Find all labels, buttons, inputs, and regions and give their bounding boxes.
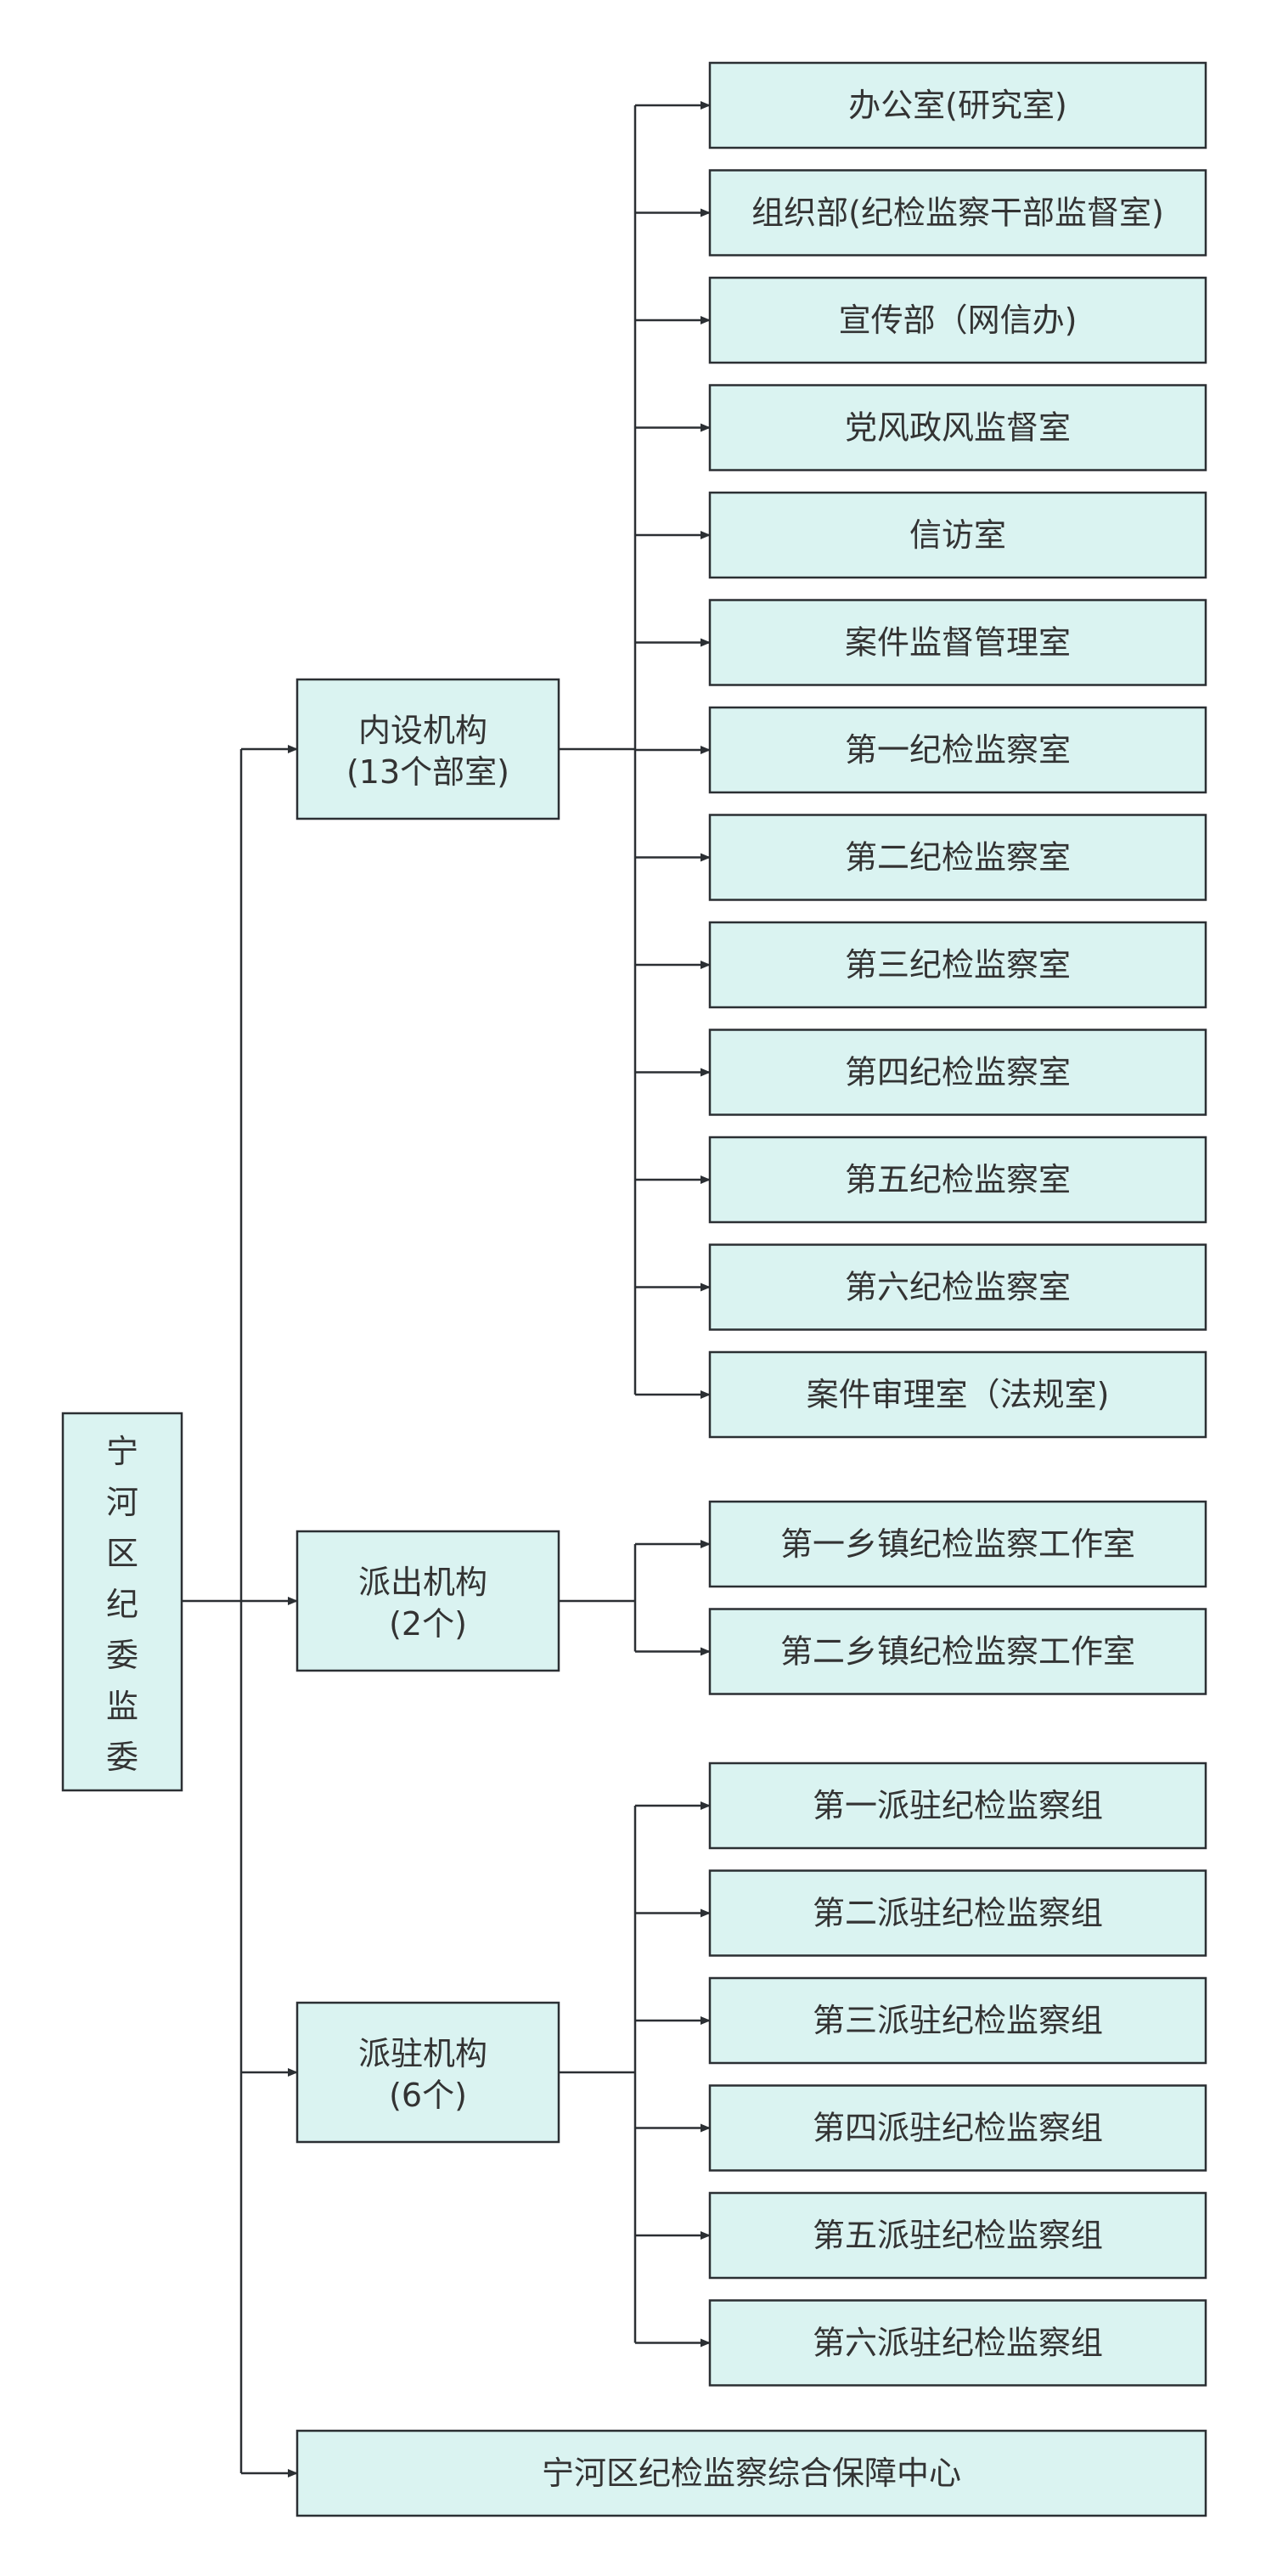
- leaf-node-2-1: 第一乡镇纪检监察工作室: [708, 1500, 1207, 1588]
- leaf-node-1-1: 办公室(研究室): [708, 61, 1207, 149]
- leaf-node-1-2: 组织部(纪检监察干部监督室): [708, 169, 1207, 256]
- leaf-node-1-10: 第四纪检监察室: [708, 1029, 1207, 1116]
- group-node-internal: 内设机构 (13个部室): [295, 678, 560, 820]
- leaf-label: 宣传部（网信办): [839, 302, 1078, 339]
- leaf-label: 第二派驻纪检监察组: [813, 1895, 1103, 1932]
- leaf-label: 组织部(纪检监察干部监督室): [751, 194, 1164, 232]
- leaf-node-1-12: 第六纪检监察室: [708, 1243, 1207, 1331]
- leaf-label: 第一乡镇纪检监察工作室: [780, 1525, 1135, 1563]
- group-label-internal: 内设机构 (13个部室): [346, 712, 509, 791]
- leaf-node-1-7: 第一纪检监察室: [708, 706, 1207, 794]
- leaf-label: 案件审理室（法规室): [807, 1376, 1110, 1413]
- leaf-label: 党风政风监督室: [845, 409, 1071, 447]
- leaf-label: 第一纪检监察室: [845, 731, 1071, 769]
- leaf-node-2-2: 第二乡镇纪检监察工作室: [708, 1608, 1207, 1695]
- connector-lines: [182, 101, 711, 2477]
- leaf-label: 办公室(研究室): [848, 87, 1067, 124]
- leaf-node-3-1: 第一派驻纪检监察组: [708, 1761, 1207, 1850]
- leaf-node-1-5: 信访室: [708, 491, 1207, 579]
- leaf-node-1-13: 案件审理室（法规室): [708, 1350, 1207, 1439]
- leaf-label: 信访室: [909, 516, 1006, 554]
- leaf-label: 第二纪检监察室: [845, 839, 1071, 877]
- leaf-label: 第五纪检监察室: [845, 1161, 1071, 1198]
- leaf-label: 第六纪检监察室: [845, 1269, 1071, 1306]
- group-label-stationed: 派驻机构 (6个): [358, 2035, 498, 2114]
- leaf-label: 第四纪检监察室: [845, 1054, 1071, 1091]
- leaf-node-1-11: 第五纪检监察室: [708, 1136, 1207, 1224]
- leaf-node-3-2: 第二派驻纪检监察组: [708, 1869, 1207, 1957]
- group-node-stationed: 派驻机构 (6个): [295, 2001, 560, 2144]
- leaf-label: 案件监督管理室: [845, 624, 1071, 662]
- root-label: 宁河区纪委监委: [106, 1433, 138, 1776]
- leaf-label: 第三派驻纪检监察组: [813, 2002, 1103, 2039]
- root-node: 宁河区纪委监委: [61, 1412, 183, 1792]
- leaf-node-1-8: 第二纪检监察室: [708, 814, 1207, 901]
- leaf-label: 第二乡镇纪检监察工作室: [780, 1633, 1135, 1671]
- leaf-nodes: 办公室(研究室) 组织部(纪检监察干部监督室) 宣传部（网信办) 党风政风监督室信访室…: [708, 61, 1207, 2387]
- leaf-label: 第四派驻纪检监察组: [813, 2110, 1103, 2147]
- leaf-node-3-5: 第五派驻纪检监察组: [708, 2191, 1207, 2280]
- leaf-node-1-4: 党风政风监督室: [708, 384, 1207, 471]
- leaf-label: 第六派驻纪检监察组: [813, 2325, 1103, 2362]
- support-center-node: 宁河区纪检监察综合保障中心: [295, 2429, 1207, 2517]
- leaf-label: 第五派驻纪检监察组: [813, 2217, 1103, 2254]
- group-node-dispatched: 派出机构 (2个): [295, 1530, 560, 1672]
- leaf-node-3-6: 第六派驻纪检监察组: [708, 2299, 1207, 2387]
- leaf-label: 第一派驻纪检监察组: [813, 1787, 1103, 1824]
- leaf-node-1-9: 第三纪检监察室: [708, 921, 1207, 1009]
- leaf-label: 第三纪检监察室: [845, 946, 1071, 984]
- leaf-node-1-6: 案件监督管理室: [708, 599, 1207, 686]
- leaf-node-3-4: 第四派驻纪检监察组: [708, 2084, 1207, 2172]
- support-center-label: 宁河区纪检监察综合保障中心: [542, 2455, 961, 2492]
- group-label-dispatched: 派出机构 (2个): [358, 1564, 498, 1643]
- leaf-node-1-3: 宣传部（网信办): [708, 276, 1207, 364]
- leaf-node-3-3: 第三派驻纪检监察组: [708, 1976, 1207, 2065]
